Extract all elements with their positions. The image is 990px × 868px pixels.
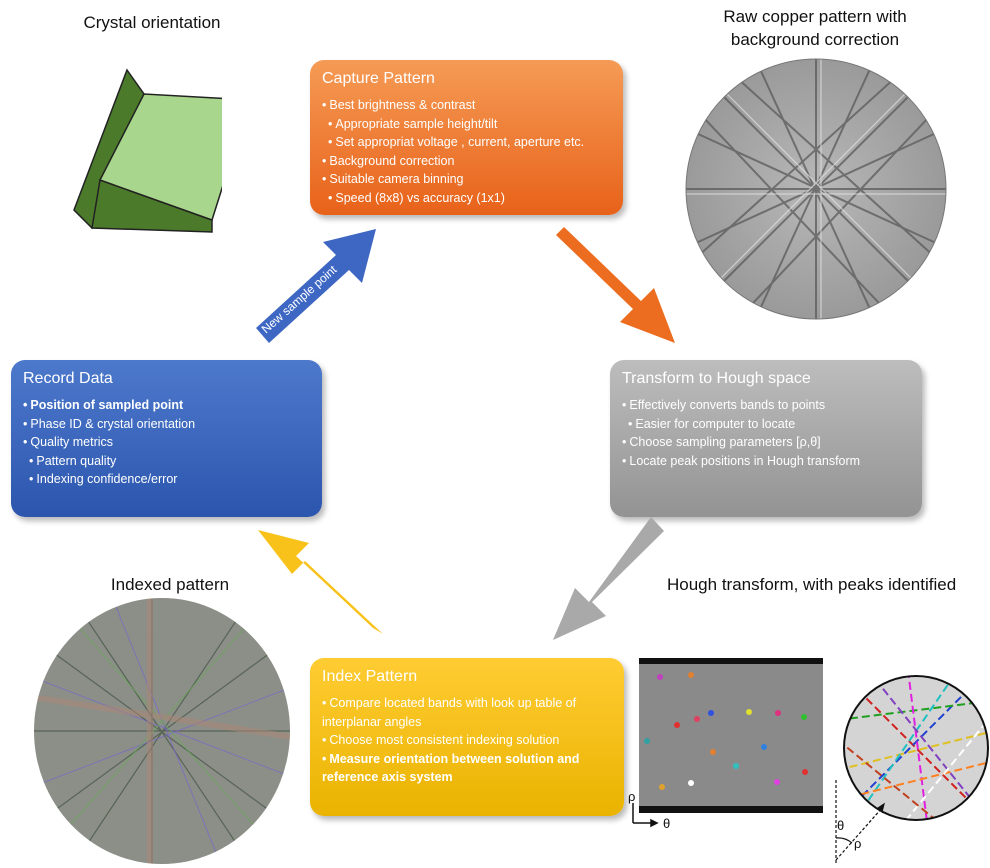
hough-to-index-arrow xyxy=(553,517,664,640)
index-to-record-arrow xyxy=(258,530,383,634)
list-item: Effectively converts bands to points xyxy=(622,396,910,415)
list-item: Best brightness & contrast xyxy=(322,96,611,115)
capture-pattern-box: Capture Pattern Best brightness & contra… xyxy=(310,60,623,215)
hough-transform-box: Transform to Hough space Effectively con… xyxy=(610,360,922,517)
record-data-list: Position of sampled point Phase ID & cry… xyxy=(23,396,310,489)
crystal-orientation-caption: Crystal orientation xyxy=(83,13,221,32)
list-item: Appropriate sample height/tilt xyxy=(322,115,611,134)
list-item: Set appropriat voltage , current, apertu… xyxy=(322,133,611,152)
capture-pattern-title: Capture Pattern xyxy=(322,70,435,87)
list-item: Pattern quality xyxy=(23,452,310,471)
hough-theta-label: θ xyxy=(663,816,670,830)
list-item: Position of sampled point xyxy=(23,396,310,415)
crystal-cube-icon xyxy=(73,68,222,233)
list-item: Choose sampling parameters [ρ,θ] xyxy=(622,433,910,452)
hough-peaks-caption: Hough transform, with peaks identified xyxy=(667,575,957,594)
hough-rho-label: ρ xyxy=(628,789,635,804)
new-sample-point-arrow: New sample point xyxy=(256,229,376,343)
list-item: Locate peak positions in Hough transform xyxy=(622,452,910,471)
raw-pattern-caption-line1: Raw copper pattern with xyxy=(723,7,907,26)
raw-pattern-caption-line2: background correction xyxy=(730,30,900,49)
list-item: Measure orientation between solution and… xyxy=(322,750,612,787)
record-data-box: Record Data Position of sampled point Ph… xyxy=(11,360,322,517)
list-item: Easier for computer to locate xyxy=(622,415,910,434)
list-item: Choose most consistent indexing solution xyxy=(322,731,612,750)
band-rho-label: ρ xyxy=(854,836,861,851)
raw-pattern-caption: Raw copper pattern with background corre… xyxy=(680,5,950,51)
capture-pattern-list: Best brightness & contrast Appropriate s… xyxy=(322,96,611,208)
index-pattern-title: Index Pattern xyxy=(322,668,418,685)
band-theta-label: θ xyxy=(837,818,844,833)
hough-transform-list: Effectively converts bands to points Eas… xyxy=(622,396,910,470)
hough-peaks xyxy=(644,672,808,790)
indexed-pattern-caption: Indexed pattern xyxy=(110,575,230,594)
index-pattern-list: Compare located bands with look up table… xyxy=(322,694,612,787)
list-item: Suitable camera binning xyxy=(322,170,611,189)
raw-copper-pattern-image xyxy=(685,58,947,320)
new-sample-point-label: New sample point xyxy=(259,262,340,336)
list-item: Background correction xyxy=(322,152,611,171)
hough-transform-image: ρ θ xyxy=(628,658,823,830)
indexed-pattern-image xyxy=(34,598,290,864)
list-item: Speed (8x8) vs accuracy (1x1) xyxy=(322,189,611,208)
capture-to-hough-arrow xyxy=(556,227,675,343)
list-item: Phase ID & crystal orientation xyxy=(23,415,310,434)
list-item: Compare located bands with look up table… xyxy=(322,694,612,731)
index-pattern-box: Index Pattern Compare located bands with… xyxy=(310,658,624,816)
record-data-title: Record Data xyxy=(23,370,113,387)
list-item: Indexing confidence/error xyxy=(23,470,310,489)
list-item: Quality metrics xyxy=(23,433,310,452)
band-lines-circle-image: θ ρ xyxy=(835,675,989,864)
hough-transform-title: Transform to Hough space xyxy=(622,370,811,387)
